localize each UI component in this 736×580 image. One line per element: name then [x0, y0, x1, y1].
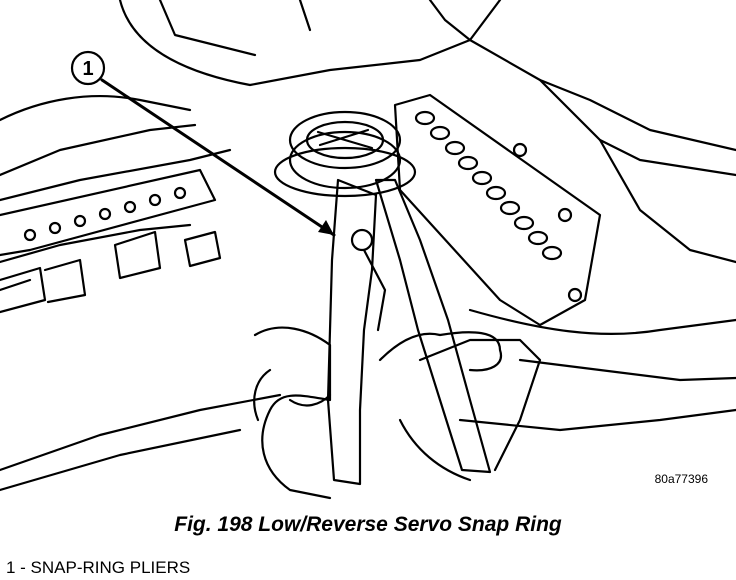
- left-gasket-plate: [0, 168, 222, 314]
- snap-ring-pliers: [326, 178, 492, 486]
- legend-list: 1 - SNAP-RING PLIERS: [6, 558, 190, 578]
- low-reverse-servo: [273, 110, 417, 198]
- technician-hands: [253, 326, 542, 500]
- callout-1-number: 1: [82, 58, 93, 80]
- transmission-case: [0, 0, 736, 492]
- figure-id-label: 80a77396: [654, 472, 708, 486]
- figure-caption: Fig. 198 Low/Reverse Servo Snap Ring: [174, 513, 562, 536]
- callout-1: [70, 50, 336, 237]
- legend-item: 1 - SNAP-RING PLIERS: [6, 558, 191, 577]
- valve-body-plate: [393, 93, 602, 327]
- servo-snap-ring-illustration: 1: [0, 0, 736, 500]
